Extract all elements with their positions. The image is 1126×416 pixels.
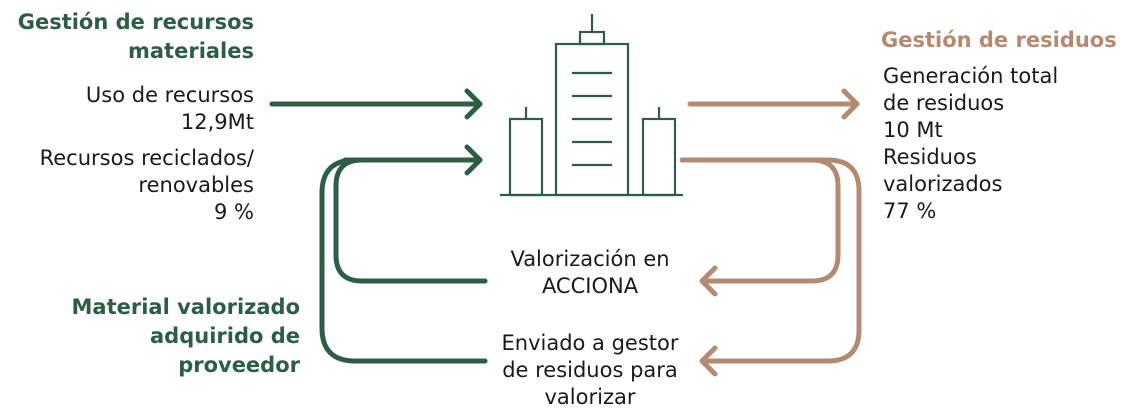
residuos-stats: Generación total de residuos 10 Mt Resid… [883,63,1103,225]
generacion-label-1: Generación total [883,64,1059,88]
uso-recursos-value: 12,9Mt [180,110,254,134]
valorizados-value: 77 % [883,199,937,223]
arrow-left-icon [699,265,718,297]
uso-recursos-label: Uso de recursos [85,83,254,107]
label-enviado-gestor: Enviado a gestor de residuos para valori… [501,331,679,409]
arrow-left-icon [699,345,718,377]
valorizados-label-2: valorizados [883,172,1003,196]
valorizados-label-1: Residuos [883,145,977,169]
buildings-icon [500,14,683,197]
recursos-reciclados: Recursos reciclados/ renovables 9 % [6,145,254,226]
heading-gestion-residuos: Gestión de residuos [881,28,1117,52]
generacion-value: 10 Mt [883,118,943,142]
heading-material-valorizado: Material valorizado adquirido de proveed… [71,295,300,377]
recursos-reciclados-label-2: renovables [138,173,254,197]
arrow-uso-recursos [269,88,483,120]
arrow-generacion-residuos [687,88,860,120]
generacion-label-2: de residuos [883,91,1005,115]
loop-to-valorizacion [679,157,841,284]
loop-proveedor [319,157,488,364]
loop-valorizacion [333,157,488,284]
loop-to-gestor [679,157,862,364]
heading-gestion-recursos: Gestión de recursos materiales [17,10,254,63]
recursos-reciclados-value: 9 % [214,200,254,224]
label-valorizacion-acciona: Valorización en ACCIONA [510,247,670,298]
recursos-reciclados-label-1: Recursos reciclados/ [39,146,254,170]
uso-recursos: Uso de recursos 12,9Mt [6,82,254,136]
